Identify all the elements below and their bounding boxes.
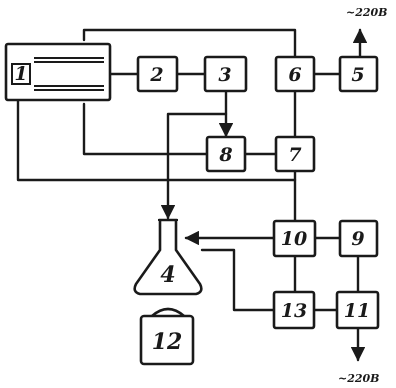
wire-3-4: [160, 112, 228, 220]
supply-label-top: ~220В: [346, 6, 387, 19]
block-5-label: 5: [351, 64, 364, 86]
block-10: 10: [272, 219, 317, 258]
wire-feedback-1: [10, 80, 297, 182]
block-9-label: 9: [351, 228, 364, 250]
block-3-label: 3: [218, 64, 231, 86]
wire-8-1: [82, 102, 209, 156]
block-8-label: 8: [218, 144, 232, 166]
block-6-label: 6: [288, 64, 301, 86]
block-8: 8: [205, 135, 247, 173]
block-11: 11: [335, 290, 380, 330]
block-1: 1: [4, 42, 112, 102]
connection-lines: [10, 28, 368, 362]
block-1-label: 1: [14, 63, 27, 85]
block-2: 2: [136, 55, 179, 93]
block-7-label: 7: [288, 144, 301, 166]
block-7: 7: [274, 135, 316, 173]
wire-1-6: [82, 28, 297, 60]
block-10-label: 10: [281, 228, 307, 250]
supply-label-bottom: ~220В: [338, 372, 379, 385]
block-4-label: 4: [160, 262, 175, 288]
block-6: 6: [274, 55, 316, 93]
block-13: 13: [272, 290, 316, 330]
block-12-label: 12: [152, 329, 183, 355]
block-9: 9: [338, 219, 379, 258]
block-5: 5: [338, 55, 379, 93]
wire-4-13: [200, 248, 276, 312]
block-3: 3: [203, 55, 248, 93]
block-12: 12: [139, 307, 195, 366]
block-11-label: 11: [344, 300, 370, 322]
block-4: 4: [133, 218, 203, 296]
block-2-label: 2: [149, 64, 163, 86]
block-13-label: 13: [281, 300, 307, 322]
